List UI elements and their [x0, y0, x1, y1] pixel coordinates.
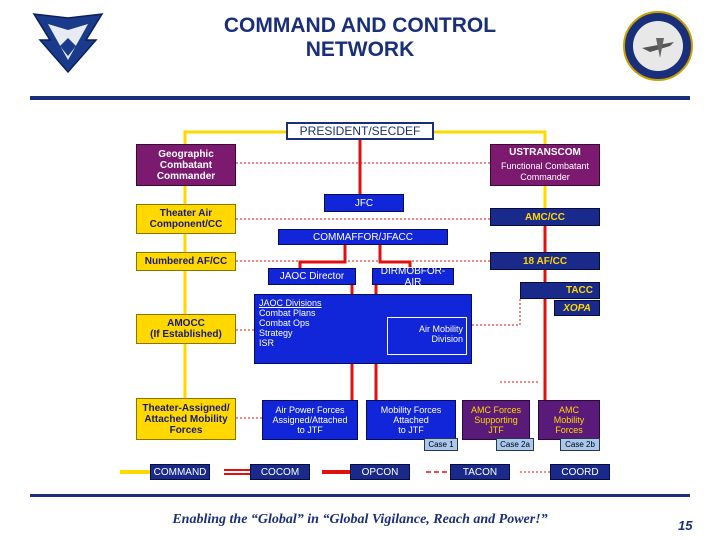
- air-mobility-division-box: Air Mobility Division: [387, 317, 467, 355]
- ustranscom-node: USTRANSCOM Functional Combatant Commande…: [490, 144, 600, 186]
- theater-assigned-line-2: Attached Mobility: [144, 413, 228, 425]
- dirmobfor-node: DIRMOBFOR-AIR: [372, 265, 454, 288]
- amocc-line-1: AMOCC: [167, 318, 205, 329]
- jfc-label: JFC: [354, 197, 374, 209]
- geographic-line-3: Commander: [156, 170, 216, 182]
- mobility-forces-line-2: Attached: [393, 415, 429, 425]
- case-1-label: Case 1: [428, 440, 454, 449]
- dirmobfor-label: DIRMOBFOR-AIR: [380, 265, 446, 288]
- bottom-divider: [30, 494, 690, 497]
- commaffor-label: COMMAFFOR/JFACC: [313, 231, 413, 243]
- air-mobility-line-1: Air Mobility: [418, 324, 463, 334]
- amocc-node: AMOCC (If Established): [136, 314, 236, 344]
- mobility-forces-line-3: to JTF: [398, 425, 424, 435]
- amc-mobility-line-2: Mobility: [553, 415, 585, 425]
- air-power-forces-node: Air Power Forces Assigned/Attached to JT…: [262, 400, 358, 440]
- numbered-af-label: Numbered AF/CC: [144, 256, 228, 267]
- air-force-logo: [32, 13, 104, 74]
- amc-mobility-forces-node: AMC Mobility Forces: [538, 400, 600, 440]
- numbered-af-node: Numbered AF/CC: [136, 252, 236, 271]
- air-mobility-command-seal: [623, 11, 693, 81]
- tacc-node: TACC: [520, 282, 600, 299]
- legend-opcon-label: OPCON: [361, 466, 399, 478]
- xopa-label: XOPA: [563, 302, 591, 314]
- jaoc-director-label: JAOC Director: [279, 271, 345, 282]
- title-line-2: NETWORK: [305, 38, 415, 61]
- case-2b-tag: Case 2b: [560, 438, 600, 451]
- theater-air-component-node: Theater Air Component/CC: [136, 204, 236, 234]
- legend-coord-label: COORD: [561, 466, 599, 478]
- amc-forces-supporting-node: AMC Forces Supporting JTF: [462, 400, 530, 440]
- legend-cocom-label: COCOM: [260, 466, 300, 478]
- geographic-line-2: Combatant: [159, 159, 213, 171]
- case-1-tag: Case 1: [424, 438, 458, 451]
- amc-mobility-line-3: Forces: [555, 425, 583, 435]
- page-title: COMMAND AND CONTROL NETWORK: [160, 14, 560, 62]
- xopa-node: XOPA: [554, 300, 600, 316]
- commaffor-jfacc-node: COMMAFFOR/JFACC: [278, 229, 448, 245]
- mobility-forces-line-1: Mobility Forces: [380, 405, 442, 415]
- ustranscom-sub-2: Commander: [520, 172, 570, 182]
- president-label: PRESIDENT/SECDEF: [299, 123, 421, 138]
- case-2b-label: Case 2b: [565, 440, 595, 449]
- geographic-line-1: Geographic: [158, 148, 214, 160]
- amc-mobility-line-1: AMC: [559, 405, 579, 415]
- page-number: 15: [678, 518, 693, 533]
- legend-coord: COORD: [550, 464, 610, 480]
- jaoc-item-combat-plans: Combat Plans: [259, 308, 316, 318]
- president-secdef-node: PRESIDENT/SECDEF: [286, 122, 434, 140]
- amc-cc-node: AMC/CC: [490, 208, 600, 226]
- legend-opcon: OPCON: [350, 464, 410, 480]
- amc-cc-label: AMC/CC: [525, 211, 565, 223]
- legend-cocom: COCOM: [250, 464, 310, 480]
- title-line-1: COMMAND AND CONTROL: [223, 14, 497, 37]
- jaoc-item-strategy: Strategy: [259, 328, 293, 338]
- air-power-line-3: to JTF: [297, 425, 323, 435]
- 18af-label: 18 AF/CC: [522, 255, 568, 267]
- theater-air-line-2: Component/CC: [149, 219, 223, 230]
- jaoc-divisions-box: JAOC Divisions Combat Plans Combat Ops S…: [254, 294, 472, 364]
- amc-supporting-line-1: AMC Forces: [470, 405, 521, 415]
- theater-assigned-forces-node: Theater-Assigned/ Attached Mobility Forc…: [136, 398, 236, 440]
- ustranscom-sub-1: Functional Combatant: [500, 161, 590, 171]
- jaoc-divisions-title: JAOC Divisions: [259, 298, 322, 308]
- theater-air-line-1: Theater Air: [159, 208, 213, 219]
- mobility-forces-node: Mobility Forces Attached to JTF: [366, 400, 456, 440]
- ustranscom-title: USTRANSCOM: [509, 147, 581, 158]
- legend-command: COMMAND: [150, 464, 210, 480]
- legend-command-label: COMMAND: [153, 466, 207, 478]
- air-power-line-2: Assigned/Attached: [272, 415, 348, 425]
- footer-slogan: Enabling the “Global” in “Global Vigilan…: [172, 512, 548, 527]
- 18af-cc-node: 18 AF/CC: [490, 252, 600, 270]
- geographic-combatant-commander-node: Geographic Combatant Commander: [136, 144, 236, 186]
- case-2a-label: Case 2a: [500, 440, 530, 449]
- theater-assigned-line-1: Theater-Assigned/: [142, 402, 230, 414]
- amc-supporting-line-2: Supporting: [474, 415, 518, 425]
- case-2a-tag: Case 2a: [496, 438, 534, 451]
- tacc-label: TACC: [565, 285, 593, 296]
- jfc-node: JFC: [324, 194, 404, 212]
- jaoc-item-isr: ISR: [259, 338, 275, 348]
- amocc-line-2: (If Established): [150, 329, 222, 340]
- legend-tacon-label: TACON: [462, 466, 498, 478]
- amc-supporting-line-3: JTF: [488, 425, 504, 435]
- jaoc-item-combat-ops: Combat Ops: [259, 318, 310, 328]
- legend-tacon: TACON: [450, 464, 510, 480]
- air-mobility-line-2: Division: [431, 334, 463, 344]
- jaoc-director-node: JAOC Director: [268, 268, 356, 285]
- air-power-line-1: Air Power Forces: [275, 405, 345, 415]
- theater-assigned-line-3: Forces: [169, 424, 203, 436]
- top-divider: [30, 96, 690, 100]
